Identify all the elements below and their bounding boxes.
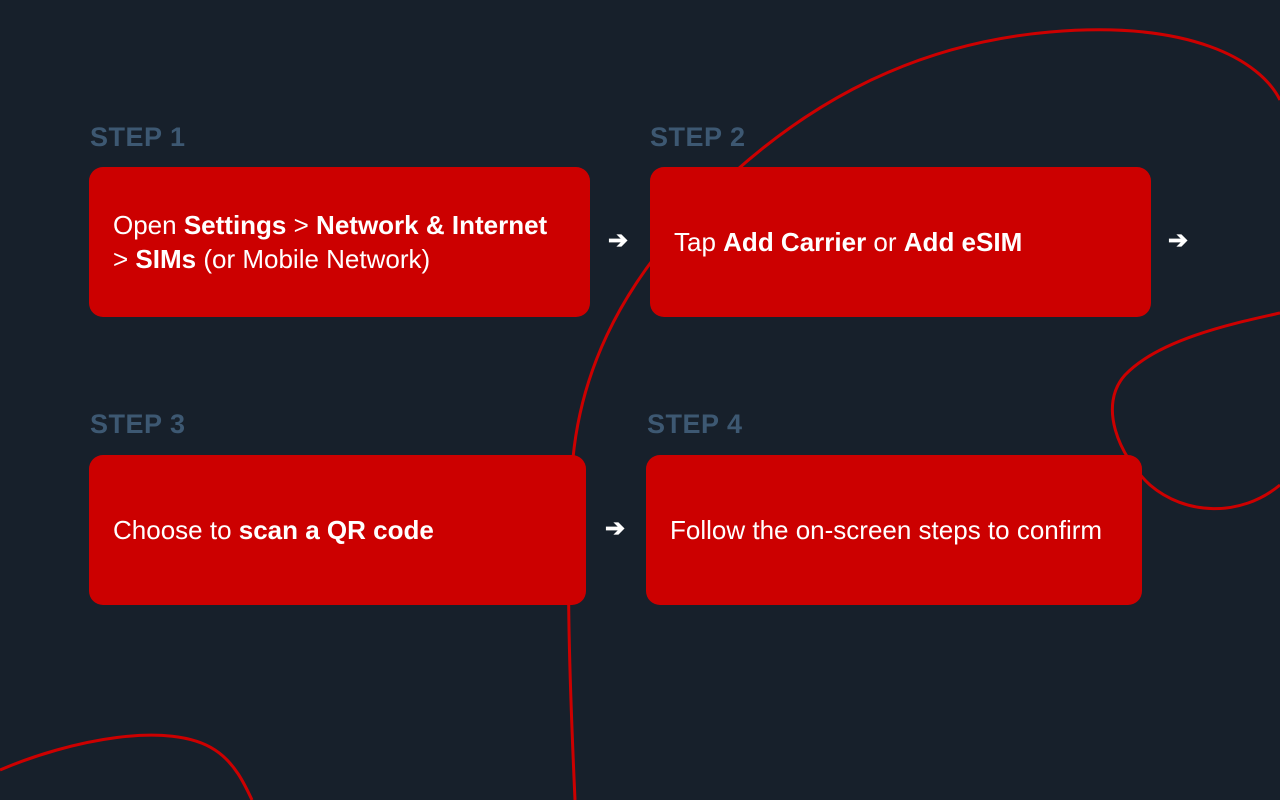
- step-label-3: STEP 3: [90, 409, 186, 439]
- step-card-3: Choose to scan a QR code: [89, 455, 586, 605]
- step-3-text: Choose to scan a QR code: [113, 513, 434, 547]
- step-text: Choose to: [113, 515, 239, 545]
- step-text-bold: Network & Internet: [316, 210, 548, 240]
- arrow-right-icon: ➔: [605, 515, 626, 542]
- step-card-4: Follow the on-screen steps to confirm: [646, 455, 1142, 605]
- step-2-text: Tap Add Carrier or Add eSIM: [674, 225, 1022, 259]
- step-label-1: STEP 1: [90, 122, 186, 152]
- step-text-bold: Add Carrier: [723, 227, 867, 257]
- step-text-bold: SIMs: [135, 244, 197, 274]
- curve-right-loop: [1110, 311, 1280, 511]
- step-text-bold: Settings: [183, 210, 287, 240]
- step-text: (or Mobile Network): [196, 244, 431, 274]
- step-text: Open: [113, 210, 184, 240]
- step-text-bold: Add eSIM: [903, 227, 1023, 257]
- step-1-text: Open Settings > Network & Internet > SIM…: [113, 208, 566, 276]
- curve-bottom-left: [0, 733, 254, 800]
- step-card-1: Open Settings > Network & Internet > SIM…: [89, 167, 590, 317]
- step-text-bold: scan a QR code: [238, 515, 434, 545]
- step-text: or: [866, 227, 904, 257]
- step-4-text: Follow the on-screen steps to confirm: [670, 513, 1102, 547]
- arrow-right-icon: ➔: [1168, 227, 1189, 254]
- step-text: >: [286, 210, 317, 240]
- step-label-2: STEP 2: [650, 122, 746, 152]
- step-text: Tap: [674, 227, 724, 257]
- step-card-2: Tap Add Carrier or Add eSIM: [650, 167, 1151, 317]
- step-text: Follow the on-screen steps to confirm: [670, 515, 1103, 545]
- arrow-right-icon: ➔: [608, 227, 629, 254]
- step-text: >: [113, 244, 136, 274]
- step-label-4: STEP 4: [647, 409, 743, 439]
